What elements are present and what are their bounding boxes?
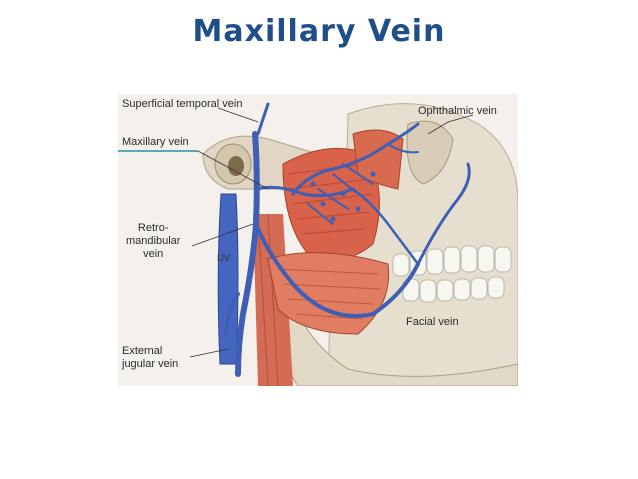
slide-title: Maxillary Vein: [192, 14, 446, 49]
label-ophthalmic-vein: Ophthalmic vein: [418, 105, 497, 117]
label-external-jugular-vein: External jugular vein: [122, 345, 179, 370]
anatomy-illustration: Superficial temporal vein Ophthalmic vei…: [118, 94, 518, 386]
label-maxillary-vein: Maxillary vein: [122, 136, 189, 148]
label-superficial-temporal-vein: Superficial temporal vein: [122, 98, 243, 110]
label-facial-vein: Facial vein: [406, 316, 459, 328]
label-ijv: IJV: [217, 253, 231, 263]
anatomy-drawing: [118, 94, 518, 386]
label-retromandibular-vein: Retro- mandibular vein: [126, 222, 181, 260]
